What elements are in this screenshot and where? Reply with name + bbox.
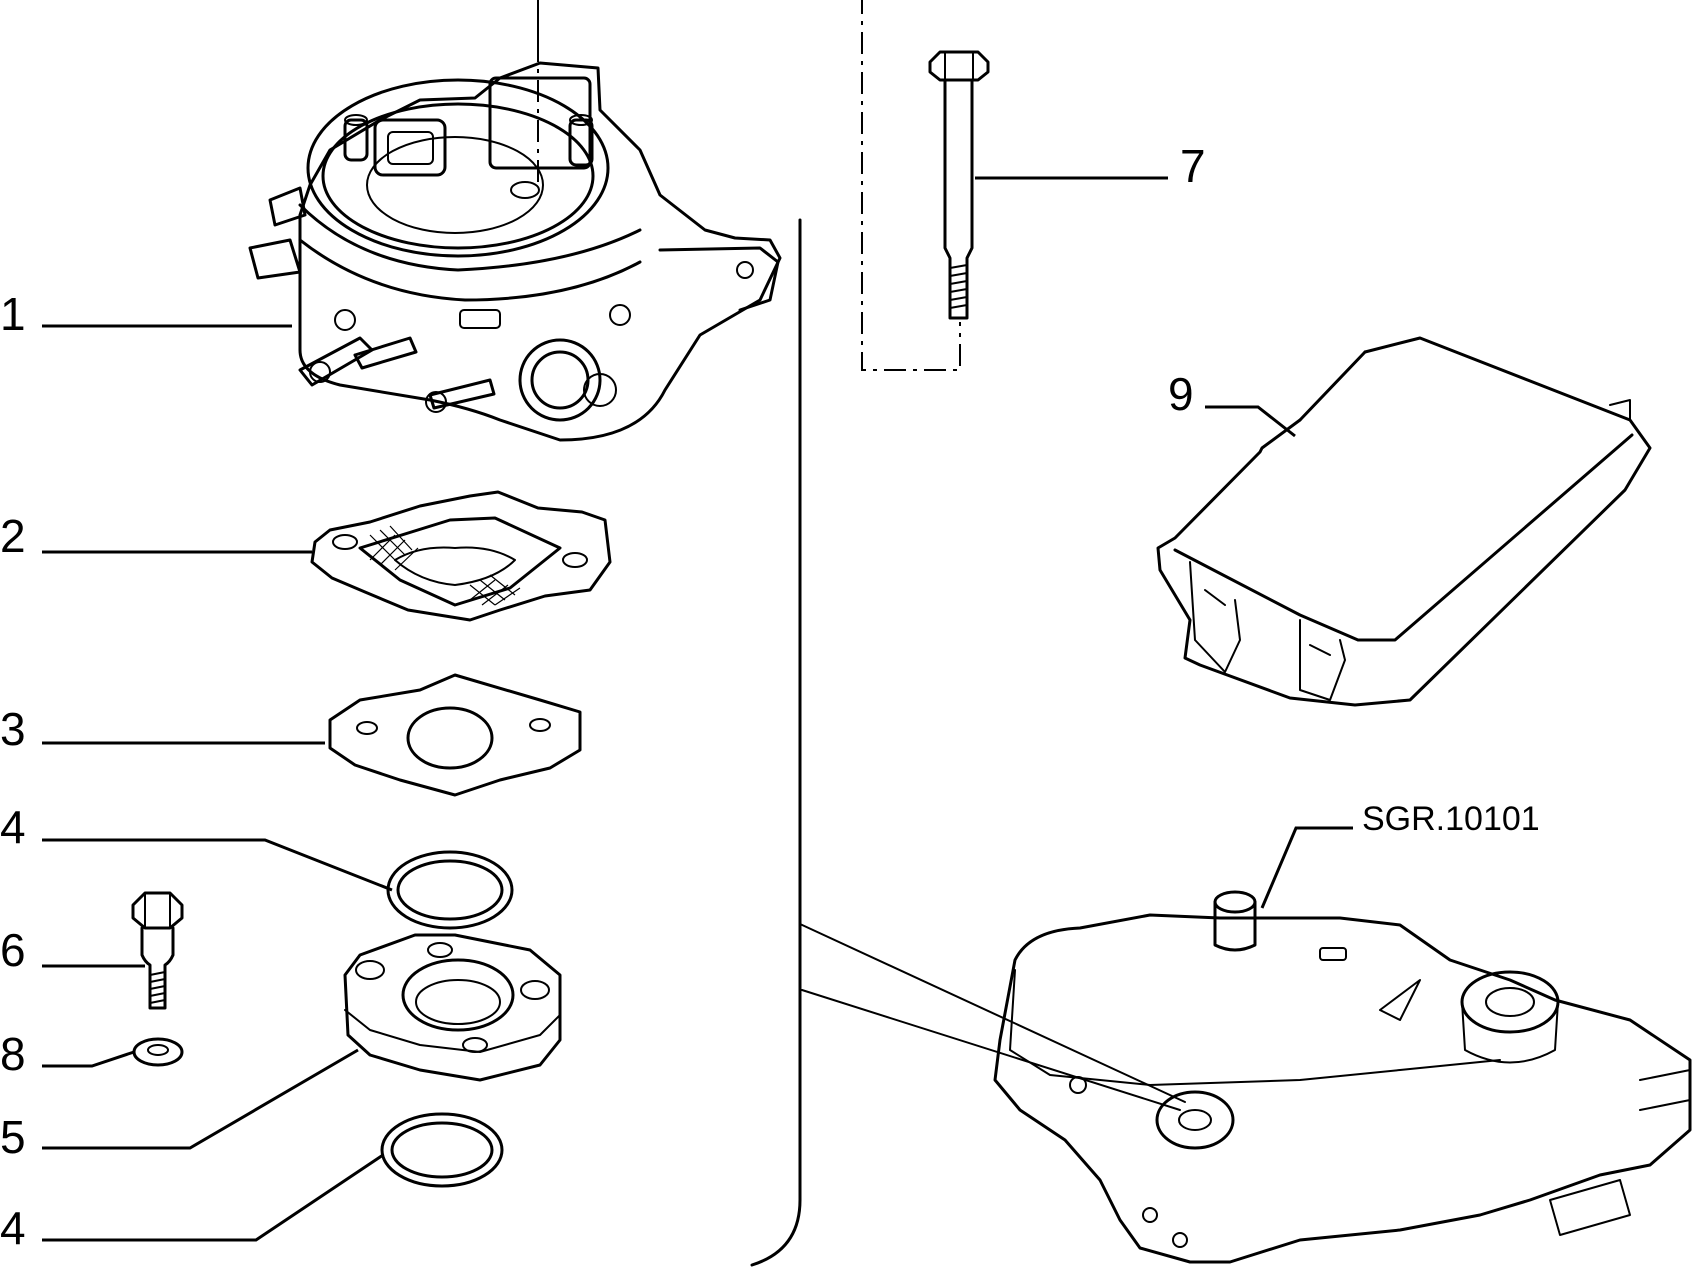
leader-lines	[42, 176, 1353, 1242]
part-8-washer	[132, 1037, 184, 1067]
callout-4-lower: 4	[0, 1202, 26, 1254]
reference-code: SGR.10101	[1362, 800, 1540, 838]
part-5-spacer-block	[343, 933, 562, 1082]
part-7-long-bolt	[928, 50, 990, 320]
part-4-o-ring-upper	[386, 850, 514, 930]
callout-8: 8	[0, 1028, 26, 1080]
part-9-control-unit	[1156, 336, 1652, 707]
callout-3: 3	[0, 703, 26, 755]
section-divider	[750, 218, 802, 1267]
part-1-throttle-body	[248, 61, 782, 442]
part-4-o-ring-lower	[380, 1112, 504, 1188]
part-2-gasket	[310, 490, 612, 622]
callout-4-upper: 4	[0, 801, 26, 853]
callout-7: 7	[1180, 140, 1206, 192]
part-3-flange-gasket	[328, 673, 582, 797]
alignment-line	[537, 0, 961, 371]
callout-1: 1	[0, 288, 26, 340]
callout-5: 5	[0, 1111, 26, 1163]
callout-2: 2	[0, 510, 26, 562]
callout-9: 9	[1168, 368, 1194, 420]
part-6-bolt	[131, 891, 184, 1010]
manifold-housing	[993, 890, 1692, 1264]
callout-6: 6	[0, 924, 26, 976]
